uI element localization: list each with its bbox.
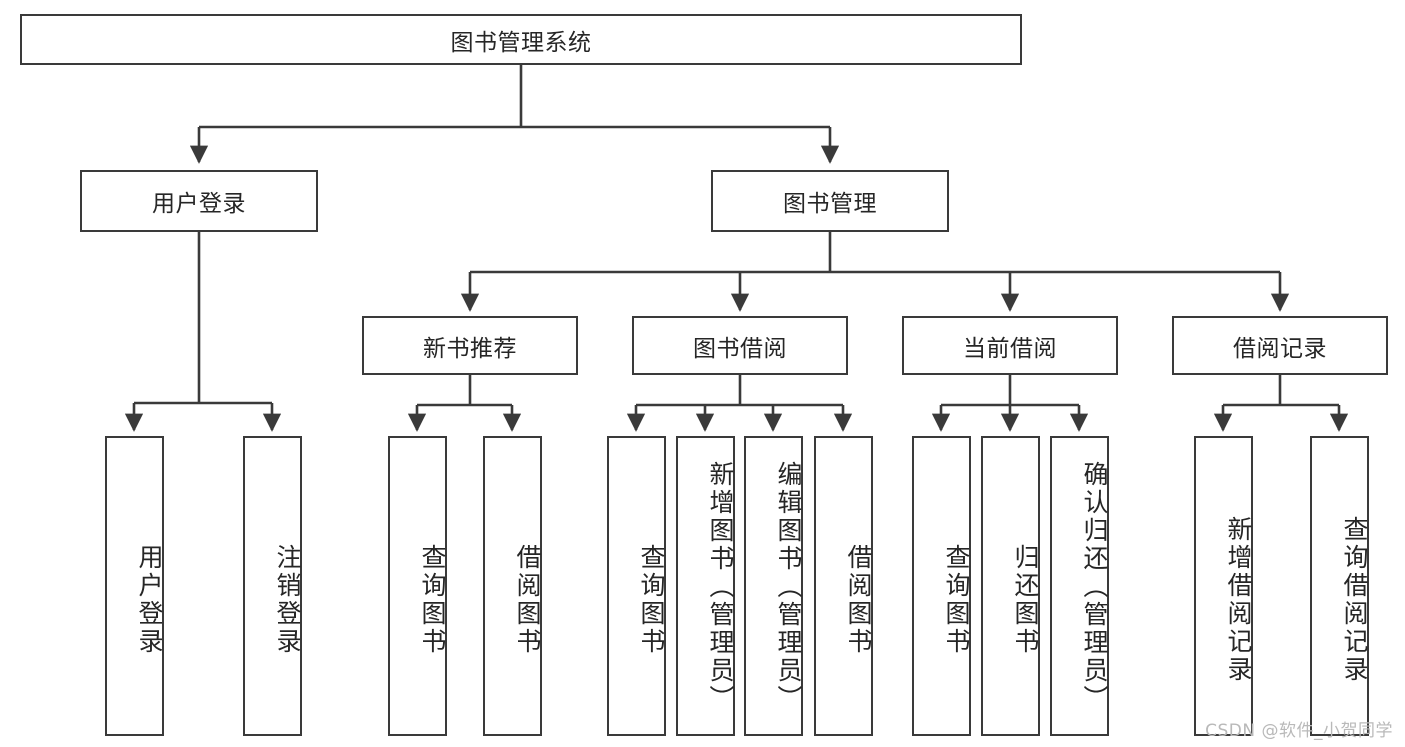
node-label: 查询图书	[418, 544, 447, 656]
node-current-borrow[interactable]: 当前借阅	[902, 316, 1118, 375]
node-label: 图书管理	[783, 191, 877, 217]
leaf-current-borrow-confirm-return-admin[interactable]: 确认归还（管理员）	[1050, 436, 1109, 736]
node-label: 新增借阅记录	[1224, 516, 1253, 684]
node-book-borrow[interactable]: 图书借阅	[632, 316, 848, 375]
leaf-current-borrow-return-book[interactable]: 归还图书	[981, 436, 1040, 736]
node-label: 查询图书	[942, 544, 971, 656]
leaf-book-borrow-borrow-book[interactable]: 借阅图书	[814, 436, 873, 736]
node-label: 图书管理系统	[450, 29, 592, 56]
node-borrow-record[interactable]: 借阅记录	[1172, 316, 1388, 375]
node-label: 新书推荐	[423, 335, 517, 362]
node-label: 用户登录	[152, 191, 246, 217]
node-label: 用户登录	[135, 544, 164, 656]
node-label: 注销登录	[273, 544, 302, 656]
leaf-current-borrow-query-book[interactable]: 查询图书	[912, 436, 971, 736]
leaf-book-borrow-edit-book-admin[interactable]: 编辑图书（管理员）	[744, 436, 803, 736]
leaf-new-book-borrow-book[interactable]: 借阅图书	[483, 436, 542, 736]
node-label: 查询图书	[637, 544, 666, 656]
leaf-book-borrow-add-book-admin[interactable]: 新增图书（管理员）	[676, 436, 735, 736]
node-label: 查询借阅记录	[1340, 516, 1369, 684]
node-new-book-recommend[interactable]: 新书推荐	[362, 316, 578, 375]
node-label: 图书借阅	[693, 335, 787, 362]
watermark-text: CSDN @软件_小贺同学	[1205, 721, 1393, 741]
node-label: 借阅图书	[513, 544, 542, 656]
leaf-book-borrow-query-book[interactable]: 查询图书	[607, 436, 666, 736]
node-label: 借阅记录	[1233, 335, 1327, 362]
node-label: 确认归还（管理员）	[1080, 461, 1109, 713]
node-user-login[interactable]: 用户登录	[80, 170, 318, 232]
node-root-book-management-system[interactable]: 图书管理系统	[20, 14, 1022, 65]
leaf-user-login-login[interactable]: 用户登录	[105, 436, 164, 736]
leaf-new-book-query-book[interactable]: 查询图书	[388, 436, 447, 736]
leaf-user-login-logout[interactable]: 注销登录	[243, 436, 302, 736]
leaf-borrow-record-add-record[interactable]: 新增借阅记录	[1194, 436, 1253, 736]
node-label: 归还图书	[1011, 544, 1040, 656]
leaf-borrow-record-query-record[interactable]: 查询借阅记录	[1310, 436, 1369, 736]
node-label: 编辑图书（管理员）	[774, 461, 803, 713]
node-label: 借阅图书	[844, 544, 873, 656]
node-book-management[interactable]: 图书管理	[711, 170, 949, 232]
node-label: 当前借阅	[963, 335, 1057, 362]
node-label: 新增图书（管理员）	[706, 461, 735, 713]
